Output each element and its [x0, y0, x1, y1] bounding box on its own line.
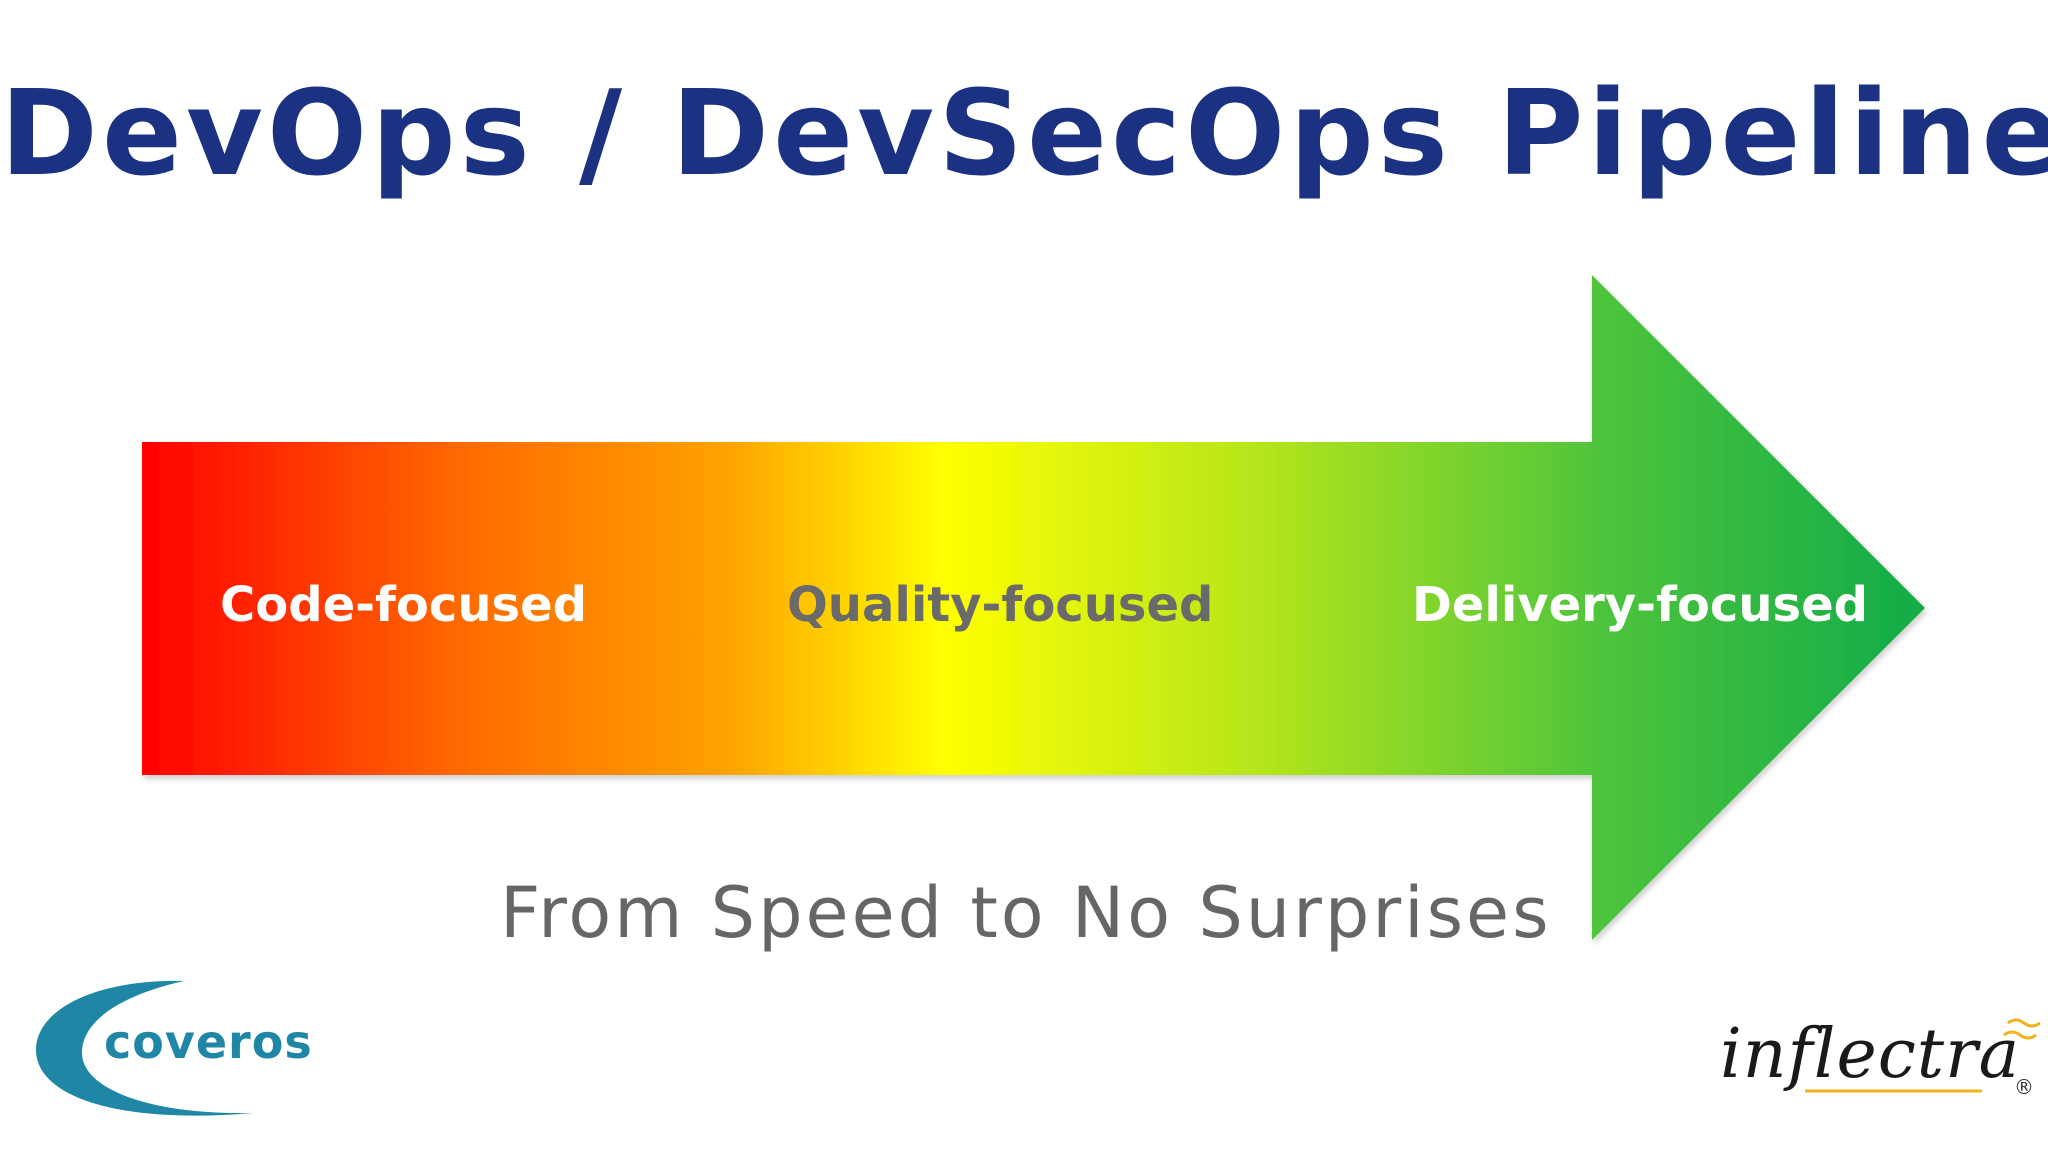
page-title: DevOps / DevSecOps Pipelines [0, 64, 2048, 202]
coveros-logo: coveros [34, 975, 334, 1125]
inflectra-logo-text: inflectra [1720, 1015, 2021, 1094]
registered-mark: ® [2014, 1075, 2034, 1099]
inflectra-underline-icon [1805, 1018, 2040, 1093]
coveros-logo-text: coveros [104, 1015, 313, 1069]
stage-label-code: Code-focused [220, 577, 588, 633]
coveros-swoosh-icon [36, 980, 254, 1116]
stage-label-quality: Quality-focused [787, 577, 1214, 633]
inflectra-logo: inflectra ® [1710, 1005, 2040, 1125]
stage-label-delivery: Delivery-focused [1412, 577, 1868, 633]
subtitle: From Speed to No Surprises [500, 872, 1552, 954]
arrow-shape [142, 275, 1925, 940]
